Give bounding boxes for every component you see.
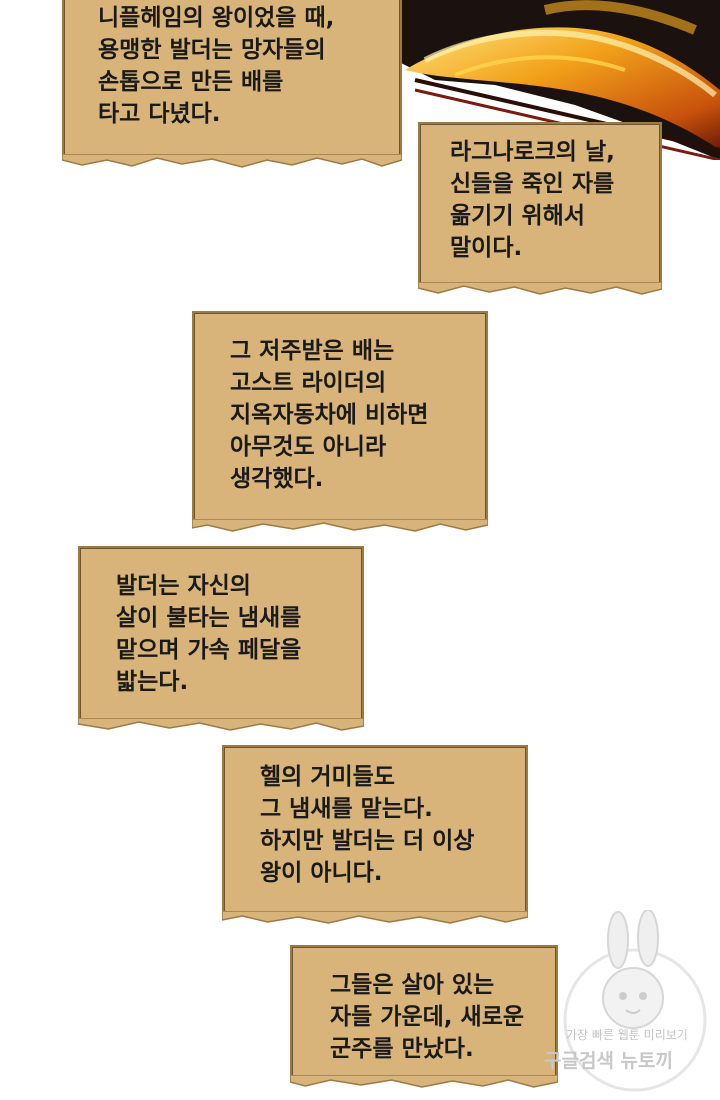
- caption-text-4: 발더는 자신의 살이 불타는 냄새를 맡으며 가속 페달을 밟는다.: [116, 573, 302, 695]
- caption-text-1: 니플헤임의 왕이었을 때, 용맹한 발더는 망자들의 손톱으로 만든 배를 타고…: [98, 5, 335, 127]
- watermark-brand: 구글검색 뉴토끼: [544, 1050, 673, 1072]
- caption-box-2: 라그나로크의 날, 신들을 죽인 자를 옮기기 위해서 말이다.: [418, 122, 662, 295]
- caption-text-2: 라그나로크의 날, 신들을 죽인 자를 옮기기 위해서 말이다.: [450, 139, 615, 261]
- caption-box-4: 발더는 자신의 살이 불타는 냄새를 맡으며 가속 페달을 밟는다.: [78, 546, 364, 731]
- caption-box-6: 그들은 살아 있는 자들 가운데, 새로운 군주를 만났다.: [290, 945, 558, 1088]
- watermark-tagline: 가장 빠른 웹툰 미리보기: [566, 1028, 688, 1042]
- rabbit-mascot-icon: [563, 910, 707, 1092]
- caption-text-5: 헬의 거미들도 그 냄새를 맡는다. 하지만 발더는 더 이상 왕이 아니다.: [260, 764, 475, 886]
- fire-artwork: [395, 0, 720, 160]
- caption-text-3: 그 저주받은 배는 고스트 라이더의 지옥자동차에 비하면 아무것도 아니라 생…: [230, 338, 429, 492]
- caption-text-6: 그들은 살아 있는 자들 가운데, 새로운 군주를 만났다.: [330, 972, 525, 1062]
- caption-box-1: 니플헤임의 왕이었을 때, 용맹한 발더는 망자들의 손톱으로 만든 배를 타고…: [62, 0, 402, 168]
- caption-box-3: 그 저주받은 배는 고스트 라이더의 지옥자동차에 비하면 아무것도 아니라 생…: [192, 311, 488, 532]
- caption-box-5: 헬의 거미들도 그 냄새를 맡는다. 하지만 발더는 더 이상 왕이 아니다.: [222, 745, 528, 924]
